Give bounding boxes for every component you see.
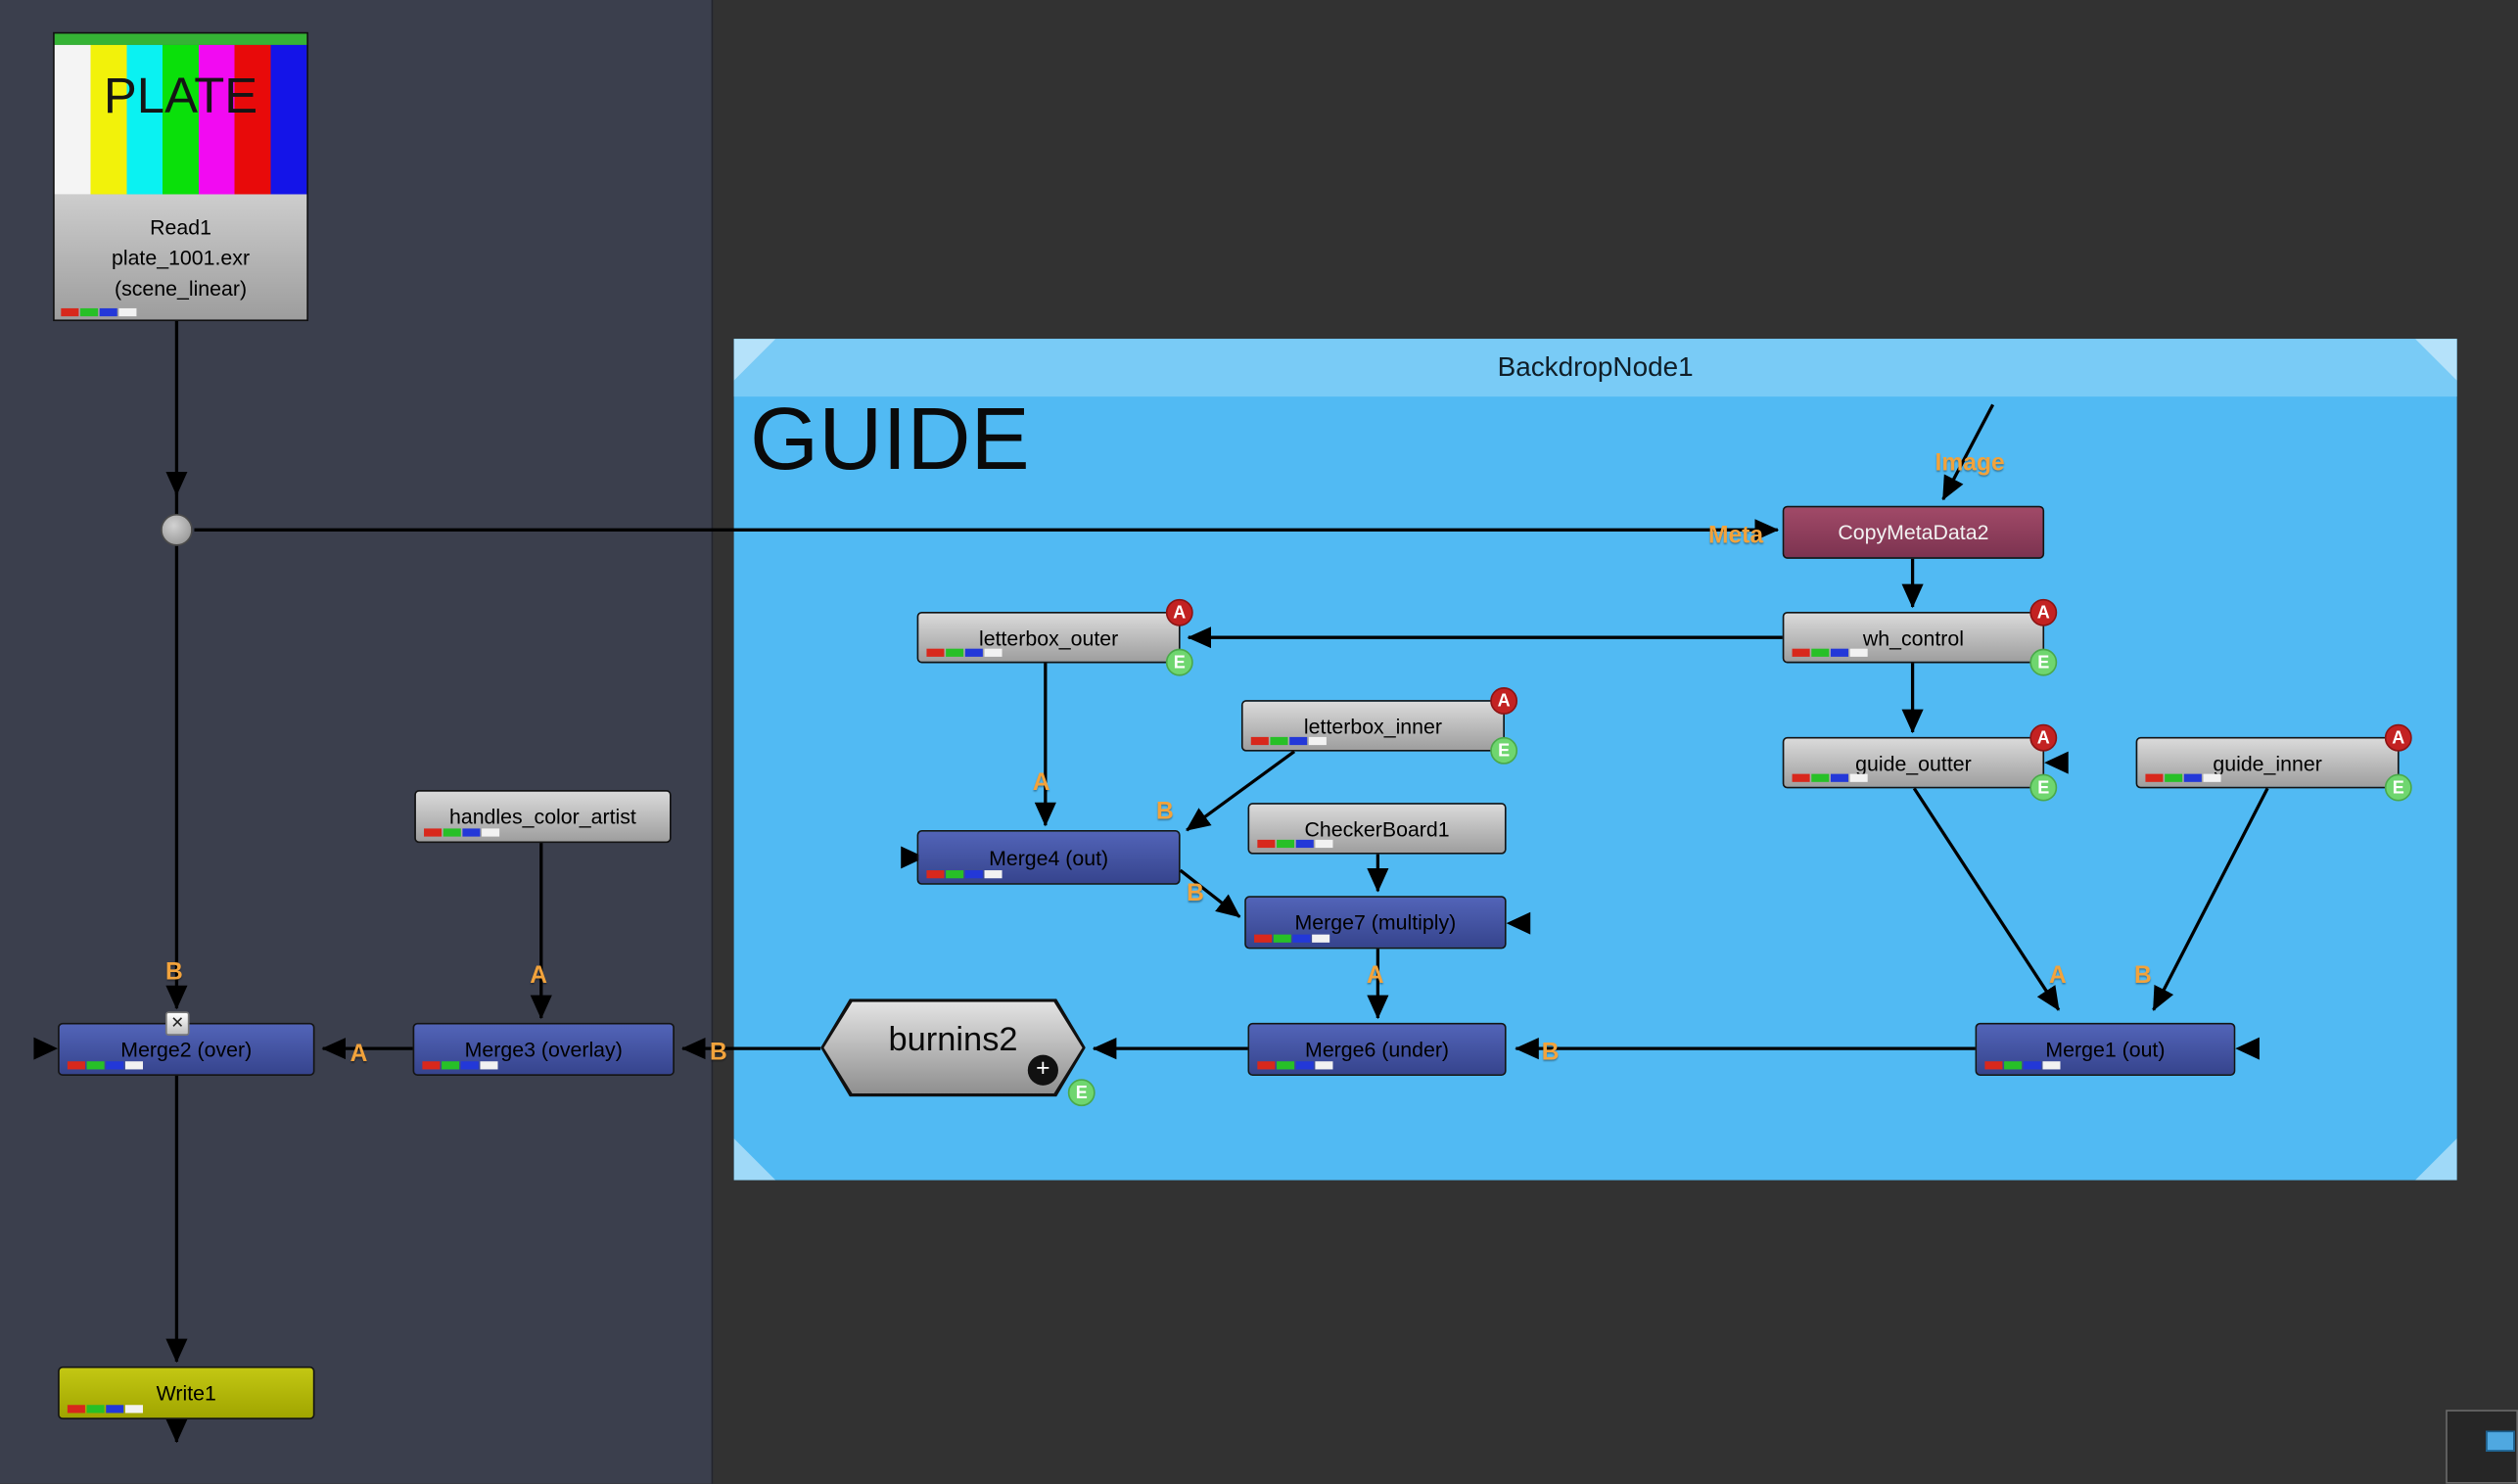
cache-indicator — [54, 33, 307, 45]
input-label-merge2-a: A — [350, 1040, 368, 1068]
input-label-merge6-b: B — [1541, 1039, 1560, 1067]
input-label-merge3-a: A — [530, 961, 548, 990]
badge-e-icon: E — [1165, 648, 1193, 676]
channel-chips — [1792, 648, 1868, 657]
channel-chips — [424, 828, 500, 837]
channel-chips — [1254, 934, 1330, 943]
node-label: Merge4 (out) — [989, 845, 1109, 870]
node-merge1[interactable]: Merge1 (out) — [1975, 1022, 2236, 1077]
node-wh-control[interactable]: wh_control A E — [1782, 598, 2058, 676]
disable-indicator-icon: ✕ — [164, 1011, 190, 1036]
badge-a-icon: A — [2029, 723, 2058, 752]
input-label-merge6-a: A — [1366, 961, 1384, 990]
node-merge2[interactable]: ✕ Merge2 (over) — [58, 1011, 315, 1077]
node-merge7[interactable]: Merge7 (multiply) — [1244, 896, 1507, 950]
node-label: letterbox_inner — [1303, 714, 1442, 738]
channel-chips — [1984, 1061, 2061, 1070]
input-label-merge1-a: A — [2049, 961, 2067, 990]
node-label: Write1 — [156, 1380, 216, 1406]
channel-chips — [422, 1061, 498, 1070]
channel-chips — [2145, 773, 2221, 782]
channel-chips — [1250, 736, 1327, 746]
channel-chips — [67, 1061, 143, 1070]
badge-e-icon: E — [2029, 773, 2058, 802]
badge-a-icon: A — [1165, 598, 1193, 626]
node-label: Merge1 (out) — [2045, 1037, 2166, 1062]
node-read1[interactable]: PLATE Read1 plate_1001.exr (scene_linear… — [53, 31, 308, 322]
read-label-area: Read1 plate_1001.exr (scene_linear) — [54, 194, 307, 320]
input-label-merge3-b: B — [710, 1039, 727, 1067]
backdrop-resize-corner-icon[interactable] — [2415, 1137, 2457, 1181]
badge-e-icon: E — [2029, 648, 2058, 676]
node-handles-color-artist[interactable]: handles_color_artist — [414, 790, 672, 844]
badge-a-icon: A — [1490, 687, 1518, 715]
input-label-merge7-b: B — [1187, 879, 1204, 907]
channel-chips — [1257, 1061, 1333, 1070]
backdrop-title: BackdropNode1 — [1497, 351, 1694, 383]
channel-chips — [926, 648, 1003, 657]
node-copymetadata2[interactable]: CopyMetaData2 — [1782, 505, 2045, 559]
node-merge3[interactable]: Merge3 (overlay) — [412, 1022, 675, 1077]
channel-chips — [61, 307, 137, 317]
backdrop-header[interactable]: BackdropNode1 — [733, 339, 2457, 397]
node-label: Merge3 (overlay) — [464, 1037, 623, 1062]
edge-label-meta: Meta — [1707, 522, 1764, 549]
edge-label-image: Image — [1935, 449, 2005, 478]
node-label: burnins2 — [888, 1021, 1018, 1058]
node-merge6[interactable]: Merge6 (under) — [1247, 1022, 1507, 1077]
node-guide-inner[interactable]: guide_inner A E — [2135, 723, 2412, 802]
node-label: CopyMetaData2 — [1838, 520, 1989, 545]
channel-chips — [926, 870, 1003, 879]
read-filename: plate_1001.exr — [111, 245, 251, 269]
read-thumbnail: PLATE — [54, 44, 307, 195]
node-label: wh_control — [1862, 625, 1964, 650]
channel-chips — [1257, 839, 1333, 849]
node-label: letterbox_outer — [978, 625, 1119, 650]
node-letterbox-inner[interactable]: letterbox_inner A E — [1240, 687, 1518, 765]
thumbnail-label: PLATE — [103, 67, 258, 124]
node-label: guide_inner — [2213, 750, 2322, 775]
badge-e-icon: E — [2384, 773, 2412, 802]
dot-node[interactable] — [161, 513, 193, 546]
badge-e-icon: E — [1067, 1079, 1096, 1107]
node-burnins2[interactable]: burnins2 + E — [820, 998, 1096, 1107]
minimap[interactable] — [2446, 1410, 2518, 1484]
node-label: Merge2 (over) — [120, 1037, 253, 1062]
node-guide-outter[interactable]: guide_outter A E — [1782, 723, 2058, 802]
node-label: Merge7 (multiply) — [1294, 910, 1457, 935]
node-label: Read1 — [150, 213, 211, 239]
minimap-backdrop-preview — [2486, 1430, 2515, 1452]
input-label-merge2-b: B — [164, 958, 183, 987]
node-label: handles_color_artist — [448, 804, 636, 829]
input-label-merge4-b: B — [1156, 798, 1174, 826]
node-checkerboard1[interactable]: CheckerBoard1 — [1247, 803, 1507, 855]
expand-group-icon[interactable]: + — [1027, 1054, 1058, 1086]
node-label: CheckerBoard1 — [1304, 816, 1450, 841]
badge-e-icon: E — [1490, 736, 1518, 765]
input-label-merge1-b: B — [2133, 961, 2152, 990]
node-merge4[interactable]: Merge4 (out) — [916, 830, 1181, 885]
node-label: guide_outter — [1855, 750, 1972, 775]
node-letterbox-outer[interactable]: letterbox_outer A E — [916, 598, 1193, 676]
backdrop-resize-corner-icon[interactable] — [733, 1137, 776, 1181]
read-colorspace: (scene_linear) — [114, 275, 248, 300]
channel-chips — [1792, 773, 1868, 782]
badge-a-icon: A — [2384, 723, 2412, 752]
node-write1[interactable]: Write1 — [58, 1366, 315, 1420]
badge-a-icon: A — [2029, 598, 2058, 626]
backdrop-label: GUIDE — [750, 388, 1030, 488]
input-label-merge4-a: A — [1032, 768, 1050, 797]
channel-chips — [67, 1405, 143, 1414]
node-label: Merge6 (under) — [1305, 1037, 1450, 1062]
